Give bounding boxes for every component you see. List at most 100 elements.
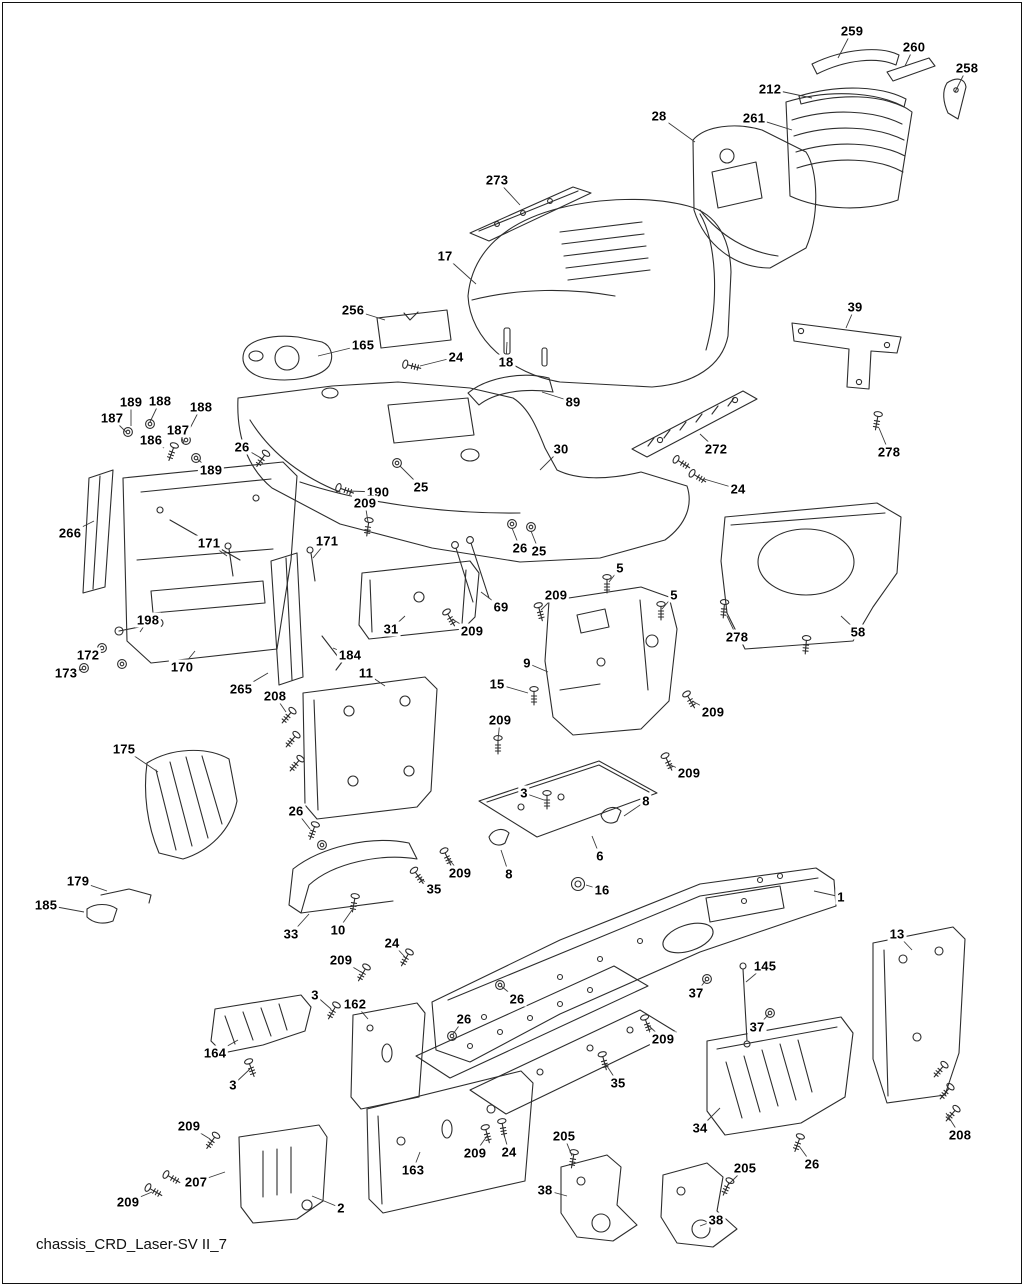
part-callout-34: 34: [690, 1120, 710, 1136]
part-callout-3: 3: [518, 785, 530, 801]
part-callout-58: 58: [848, 624, 868, 640]
plug-16-part: [570, 876, 586, 892]
part-callout-173: 173: [52, 665, 80, 681]
tray-165-part: [242, 335, 333, 381]
part-callout-171: 171: [195, 535, 223, 551]
drawbar-2-part: [238, 1124, 328, 1224]
part-callout-273: 273: [483, 172, 511, 188]
part-callout-2: 2: [335, 1200, 347, 1216]
bracket-89-part: [467, 374, 554, 406]
part-callout-164: 164: [201, 1045, 229, 1061]
part-callout-24: 24: [446, 349, 466, 365]
chassis-side-plate-part: [415, 965, 677, 1115]
part-callout-24: 24: [382, 935, 402, 951]
part-callout-35: 35: [424, 881, 444, 897]
bracket-38a-part: [560, 1154, 638, 1242]
frame-strip-266-part: [82, 469, 114, 594]
part-callout-209: 209: [461, 1145, 489, 1161]
part-callout-209: 209: [175, 1118, 203, 1134]
part-callout-17: 17: [435, 248, 455, 264]
part-callout-171: 171: [313, 533, 341, 549]
panel-256-part: [376, 309, 452, 349]
part-callout-188: 188: [146, 393, 174, 409]
part-callout-13: 13: [887, 926, 907, 942]
part-callout-205: 205: [550, 1128, 578, 1144]
part-callout-184: 184: [336, 647, 364, 663]
part-callout-16: 16: [592, 882, 612, 898]
part-callout-5: 5: [668, 587, 680, 603]
part-callout-8: 8: [640, 793, 652, 809]
part-callout-33: 33: [281, 926, 301, 942]
strip-265-part: [270, 552, 304, 686]
part-callout-260: 260: [900, 39, 928, 55]
part-callout-28: 28: [649, 108, 669, 124]
part-callout-187: 187: [98, 410, 126, 426]
part-callout-209: 209: [542, 587, 570, 603]
part-callout-209: 209: [486, 712, 514, 728]
footrest-34-part: [706, 1016, 854, 1136]
panel-11-part: [302, 676, 438, 820]
pin-18-part: [503, 327, 548, 367]
part-callout-10: 10: [328, 922, 348, 938]
part-callout-209: 209: [351, 495, 379, 511]
cover-175-part: [145, 749, 238, 860]
part-callout-209: 209: [446, 865, 474, 881]
part-callout-26: 26: [507, 991, 527, 1007]
part-callout-205: 205: [731, 1160, 759, 1176]
bracket-38b-part: [660, 1162, 738, 1248]
part-callout-30: 30: [551, 441, 571, 457]
part-callout-165: 165: [349, 337, 377, 353]
part-callout-209: 209: [699, 704, 727, 720]
part-callout-185: 185: [32, 897, 60, 913]
part-callout-189: 189: [197, 462, 225, 478]
part-callout-163: 163: [399, 1162, 427, 1178]
part-callout-278: 278: [723, 629, 751, 645]
grille-housing-part: [692, 125, 817, 269]
part-callout-37: 37: [686, 985, 706, 1001]
part-callout-209: 209: [114, 1194, 142, 1210]
part-callout-265: 265: [227, 681, 255, 697]
fender-30-part: [237, 381, 690, 563]
panel-163-part: [366, 1070, 534, 1214]
part-callout-209: 209: [649, 1031, 677, 1047]
support-33-part: [288, 840, 418, 914]
part-callout-266: 266: [56, 525, 84, 541]
part-callout-38: 38: [535, 1182, 555, 1198]
part-callout-189: 189: [117, 394, 145, 410]
grille-trim-part: [798, 49, 936, 108]
bracket-258-part: [943, 78, 967, 120]
part-callout-172: 172: [74, 647, 102, 663]
part-callout-26: 26: [232, 439, 252, 455]
part-callout-26: 26: [510, 540, 530, 556]
part-callout-69: 69: [491, 599, 511, 615]
part-callout-24: 24: [728, 481, 748, 497]
part-callout-15: 15: [487, 676, 507, 692]
part-callout-18: 18: [496, 354, 516, 370]
part-callout-278: 278: [875, 444, 903, 460]
part-callout-261: 261: [740, 110, 768, 126]
bracket-164-part: [210, 994, 312, 1054]
part-callout-208: 208: [261, 688, 289, 704]
part-callout-8: 8: [503, 866, 515, 882]
part-callout-186: 186: [137, 432, 165, 448]
panel-162-part: [350, 1002, 426, 1110]
part-callout-1: 1: [835, 889, 847, 905]
part-callout-198: 198: [134, 612, 162, 628]
part-callout-170: 170: [168, 659, 196, 675]
part-callout-39: 39: [845, 299, 865, 315]
part-callout-26: 26: [286, 803, 306, 819]
part-callout-5: 5: [614, 560, 626, 576]
part-callout-26: 26: [454, 1011, 474, 1027]
frame-panel-170-part: [122, 461, 298, 664]
part-callout-31: 31: [381, 621, 401, 637]
part-callout-209: 209: [327, 952, 355, 968]
dash-panel-9-part: [544, 586, 678, 736]
part-callout-209: 209: [675, 765, 703, 781]
part-callout-89: 89: [563, 394, 583, 410]
part-callout-38: 38: [706, 1212, 726, 1228]
part-callout-26: 26: [802, 1156, 822, 1172]
part-callout-24: 24: [499, 1144, 519, 1160]
pins-171-part: [224, 542, 316, 582]
part-callout-175: 175: [110, 741, 138, 757]
